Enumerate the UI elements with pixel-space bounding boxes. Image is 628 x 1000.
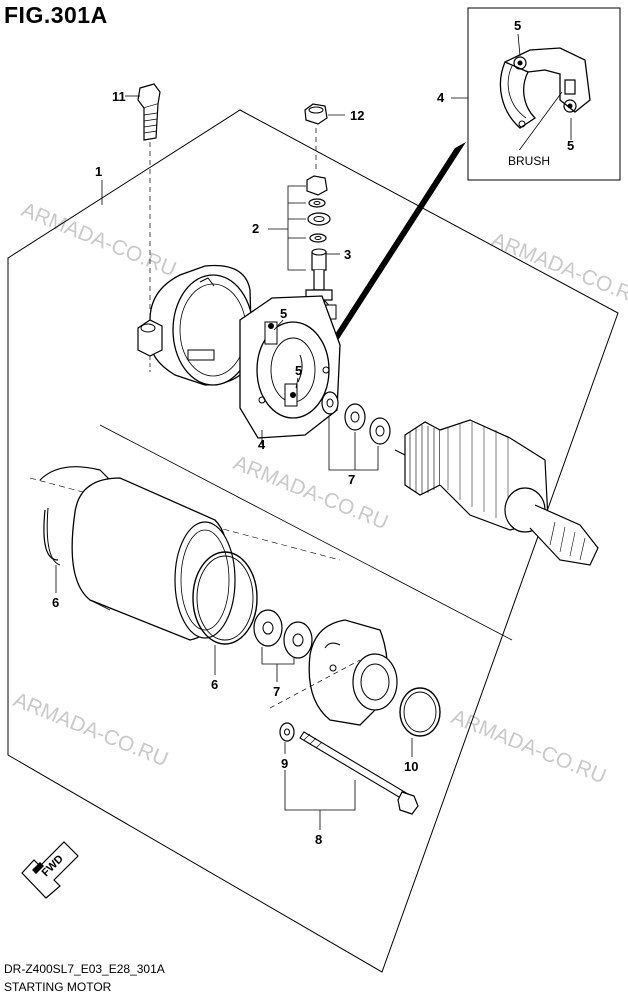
bracket-7 (261, 647, 295, 665)
callout-5-main-b: 5 (295, 363, 302, 378)
brush-plate (239, 295, 341, 439)
washer-9 (279, 722, 295, 742)
axis-line (99, 424, 513, 641)
callout-7-lower: 7 (273, 684, 280, 699)
callout-6-left: 6 (52, 595, 59, 610)
brush-label-bg (505, 150, 555, 167)
callout-2: 2 (252, 221, 259, 236)
through-bolt-8 (299, 731, 419, 815)
o-ring-right (192, 551, 258, 645)
watermark: ARMADA-CO.RU (448, 705, 609, 788)
callout-3: 3 (344, 247, 351, 262)
leader (517, 33, 521, 57)
o-ring-10 (399, 687, 441, 737)
leader (273, 319, 284, 331)
bracket-8 (284, 770, 356, 811)
callout-5-inset-top: 5 (514, 18, 521, 33)
bracket-2 (287, 185, 306, 271)
front-housing (137, 264, 254, 386)
inset-brush-plate (499, 47, 591, 129)
yoke-housing (71, 477, 236, 641)
leader (295, 377, 299, 389)
callout-4-inset: 4 (437, 90, 445, 105)
callout-8: 8 (315, 832, 322, 847)
rear-housing (269, 619, 398, 726)
fwd-arrow-icon: FWD (21, 841, 79, 899)
brush-label: BRUSH (508, 154, 550, 168)
callout-6-right: 6 (211, 677, 218, 692)
inset-pointer (330, 142, 466, 345)
watermark: ARMADA-CO.RU (18, 198, 179, 281)
assembly-outline (7, 109, 619, 973)
terminal-stack (304, 103, 337, 335)
leader (514, 91, 563, 157)
armature (394, 419, 599, 566)
figure-name: STARTING MOTOR (4, 980, 112, 994)
watermark: ARMADA-CO.RU (230, 451, 391, 534)
callout-4-main: 4 (258, 437, 266, 452)
watermark: ARMADA-CO.RU (10, 688, 171, 771)
callout-5-main-a: 5 (280, 306, 287, 321)
watermark: ARMADA-CO.RU (488, 228, 628, 311)
callout-9: 9 (281, 756, 288, 771)
callout-10: 10 (404, 759, 418, 774)
o-ring-left (39, 466, 111, 566)
callout-12: 12 (350, 108, 364, 123)
washer-set-lower (253, 609, 313, 659)
callout-11: 11 (112, 89, 126, 104)
bracket-7 (328, 416, 379, 471)
callout-7-upper: 7 (348, 472, 355, 487)
callout-1: 1 (95, 164, 102, 179)
callout-5-inset-bottom: 5 (567, 138, 574, 153)
bolt-11 (137, 83, 161, 141)
figure-code: DR-Z400SL7_E03_E28_301A (4, 962, 165, 976)
washer-set-upper (321, 391, 391, 445)
figure-title: FIG.301A (4, 2, 108, 28)
